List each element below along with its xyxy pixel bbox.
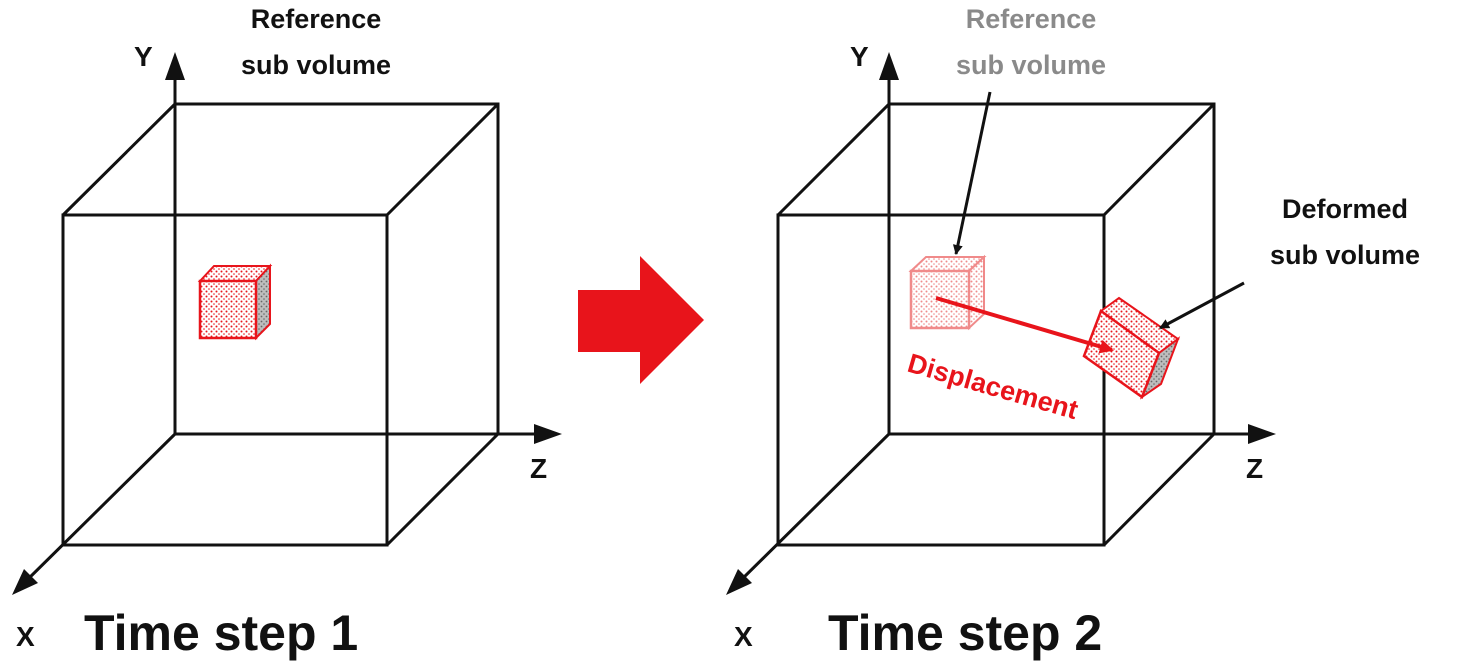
- z-axis-label: Z: [530, 453, 547, 484]
- y-axis-arrowhead: [165, 52, 185, 80]
- reference-label-line1: Reference: [251, 4, 382, 34]
- panel-time-step-1: Y Z X Reference sub volume Time step 1: [12, 4, 562, 661]
- z-axis-label: Z: [1246, 453, 1263, 484]
- cube-edge: [61, 102, 177, 217]
- cube-edge: [1102, 102, 1216, 217]
- caption-time-step-2: Time step 2: [828, 605, 1102, 661]
- cube-edge: [776, 102, 891, 217]
- deformed-sub-volume-cube: [1082, 296, 1181, 400]
- reference-label-line1: Reference: [966, 4, 1097, 34]
- x-axis-arrowhead: [12, 569, 38, 595]
- cube-front-face: [776, 213, 1106, 547]
- y-axis-label: Y: [134, 41, 153, 72]
- reference-pointer-arrow: [952, 91, 992, 255]
- x-axis-arrowhead: [726, 569, 752, 595]
- panel-time-step-2: Y Z X Reference sub volume Displacement …: [726, 4, 1420, 661]
- deformed-label-line1: Deformed: [1282, 194, 1408, 224]
- displacement-vector: [935, 296, 1114, 354]
- cube-edge: [385, 432, 500, 547]
- reference-label-line2: sub volume: [241, 50, 391, 80]
- y-axis-arrowhead: [879, 52, 899, 80]
- z-axis-arrowhead: [534, 424, 562, 444]
- x-axis-label: X: [734, 621, 753, 652]
- x-axis-label: X: [16, 621, 35, 652]
- cube-front-face: [61, 213, 389, 547]
- transition-arrow-icon: [578, 256, 704, 384]
- reference-sub-volume-cube: [197, 263, 273, 341]
- deformed-pointer-arrow: [1159, 281, 1245, 330]
- x-axis: [734, 432, 891, 587]
- caption-time-step-1: Time step 1: [84, 605, 358, 661]
- reference-label-line2: sub volume: [956, 50, 1106, 80]
- cube-edge: [385, 102, 500, 217]
- deformed-label-line2: sub volume: [1270, 240, 1420, 270]
- displacement-label: Displacement: [904, 348, 1081, 425]
- z-axis-arrowhead: [1248, 424, 1276, 444]
- faded-reference-sub-volume-cube: [908, 254, 987, 331]
- x-axis: [20, 432, 177, 587]
- y-axis-label: Y: [850, 41, 869, 72]
- cube-edge: [1102, 432, 1216, 547]
